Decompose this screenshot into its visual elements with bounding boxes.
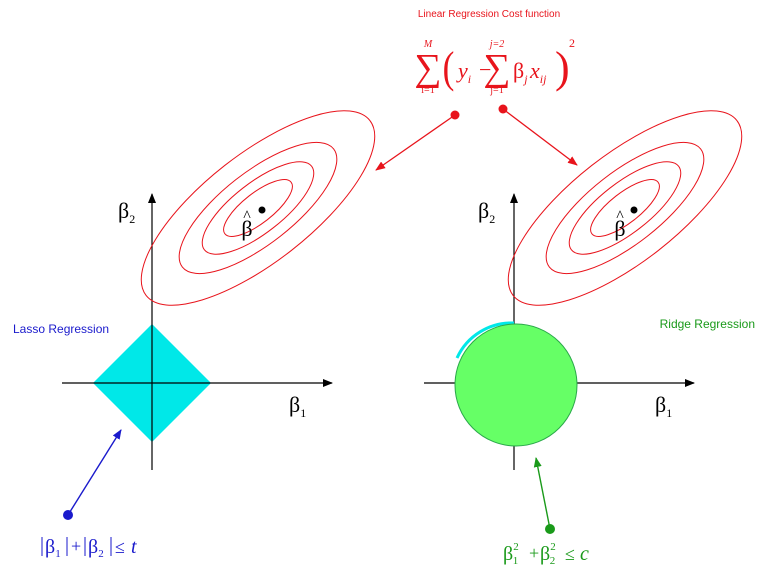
svg-text:β2: β2 [88, 536, 104, 560]
minus-sign: − [479, 57, 491, 82]
svg-text:+: + [71, 536, 81, 556]
cost-function-formula: M ∑ i=1 ( yi − j=2 ∑ j=1 βj xij ) 2 [414, 36, 575, 96]
lasso-beta-hat-point [258, 206, 266, 214]
ridge-beta-hat-point [630, 206, 638, 214]
svg-text:+: + [529, 543, 539, 563]
inner-sum-lower: j=1 [489, 85, 503, 96]
ridge-cyan-edge [455, 321, 515, 359]
inner-sum-sign: ∑ [483, 47, 510, 89]
x-term: xij [529, 58, 547, 86]
ridge-circle [454, 323, 578, 447]
lasso-y-axis-label: β2 [118, 198, 135, 226]
outer-sum-sign: ∑ [414, 47, 441, 89]
ridge-y-axis-label: β2 [478, 198, 495, 226]
ridge-constraint-arrow [533, 457, 555, 534]
lasso-beta-hat: β [241, 216, 252, 241]
svg-text:≤: ≤ [115, 537, 125, 557]
beta-j-term: βj [513, 58, 528, 86]
lasso-cost-contours [140, 110, 376, 306]
svg-text:β22: β22 [540, 541, 556, 567]
ridge-x-axis-label: β1 [655, 392, 672, 420]
square-exponent: 2 [569, 36, 575, 50]
right-paren: ) [555, 43, 570, 92]
outer-sum-lower: i=1 [421, 85, 434, 96]
svg-text:β21: β21 [503, 541, 519, 567]
ridge-regression-label: Ridge Regression [660, 317, 755, 331]
lasso-regression-label: Lasso Regression [13, 322, 109, 336]
lasso-x-axis-label: β1 [289, 392, 306, 420]
ridge-beta-hat: β [614, 216, 625, 241]
lasso-constraint: β1 + β2 ≤ t [41, 536, 137, 560]
svg-text:β1: β1 [45, 536, 61, 560]
ridge-cost-contours [507, 110, 743, 306]
lasso-beta-hat-caret: ^ [243, 208, 251, 225]
outer-sum-upper: M [423, 39, 433, 50]
left-paren: ( [443, 42, 455, 92]
inner-sum-upper: j=2 [488, 39, 505, 50]
cost-arrow-left [375, 110, 460, 171]
cost-arrow-right [498, 104, 578, 166]
y-term: yi [456, 58, 471, 86]
ridge-beta-hat-caret: ^ [616, 208, 624, 225]
lasso-constraint-arrow [63, 429, 122, 520]
svg-text:c: c [580, 543, 589, 565]
svg-text:≤: ≤ [565, 544, 575, 564]
lasso-panel: ^ β β2 β1 Lasso Regression β1 + β2 ≤ t [13, 110, 376, 560]
cost-function-title: Linear Regression Cost function [418, 9, 560, 20]
svg-text:t: t [131, 536, 137, 558]
